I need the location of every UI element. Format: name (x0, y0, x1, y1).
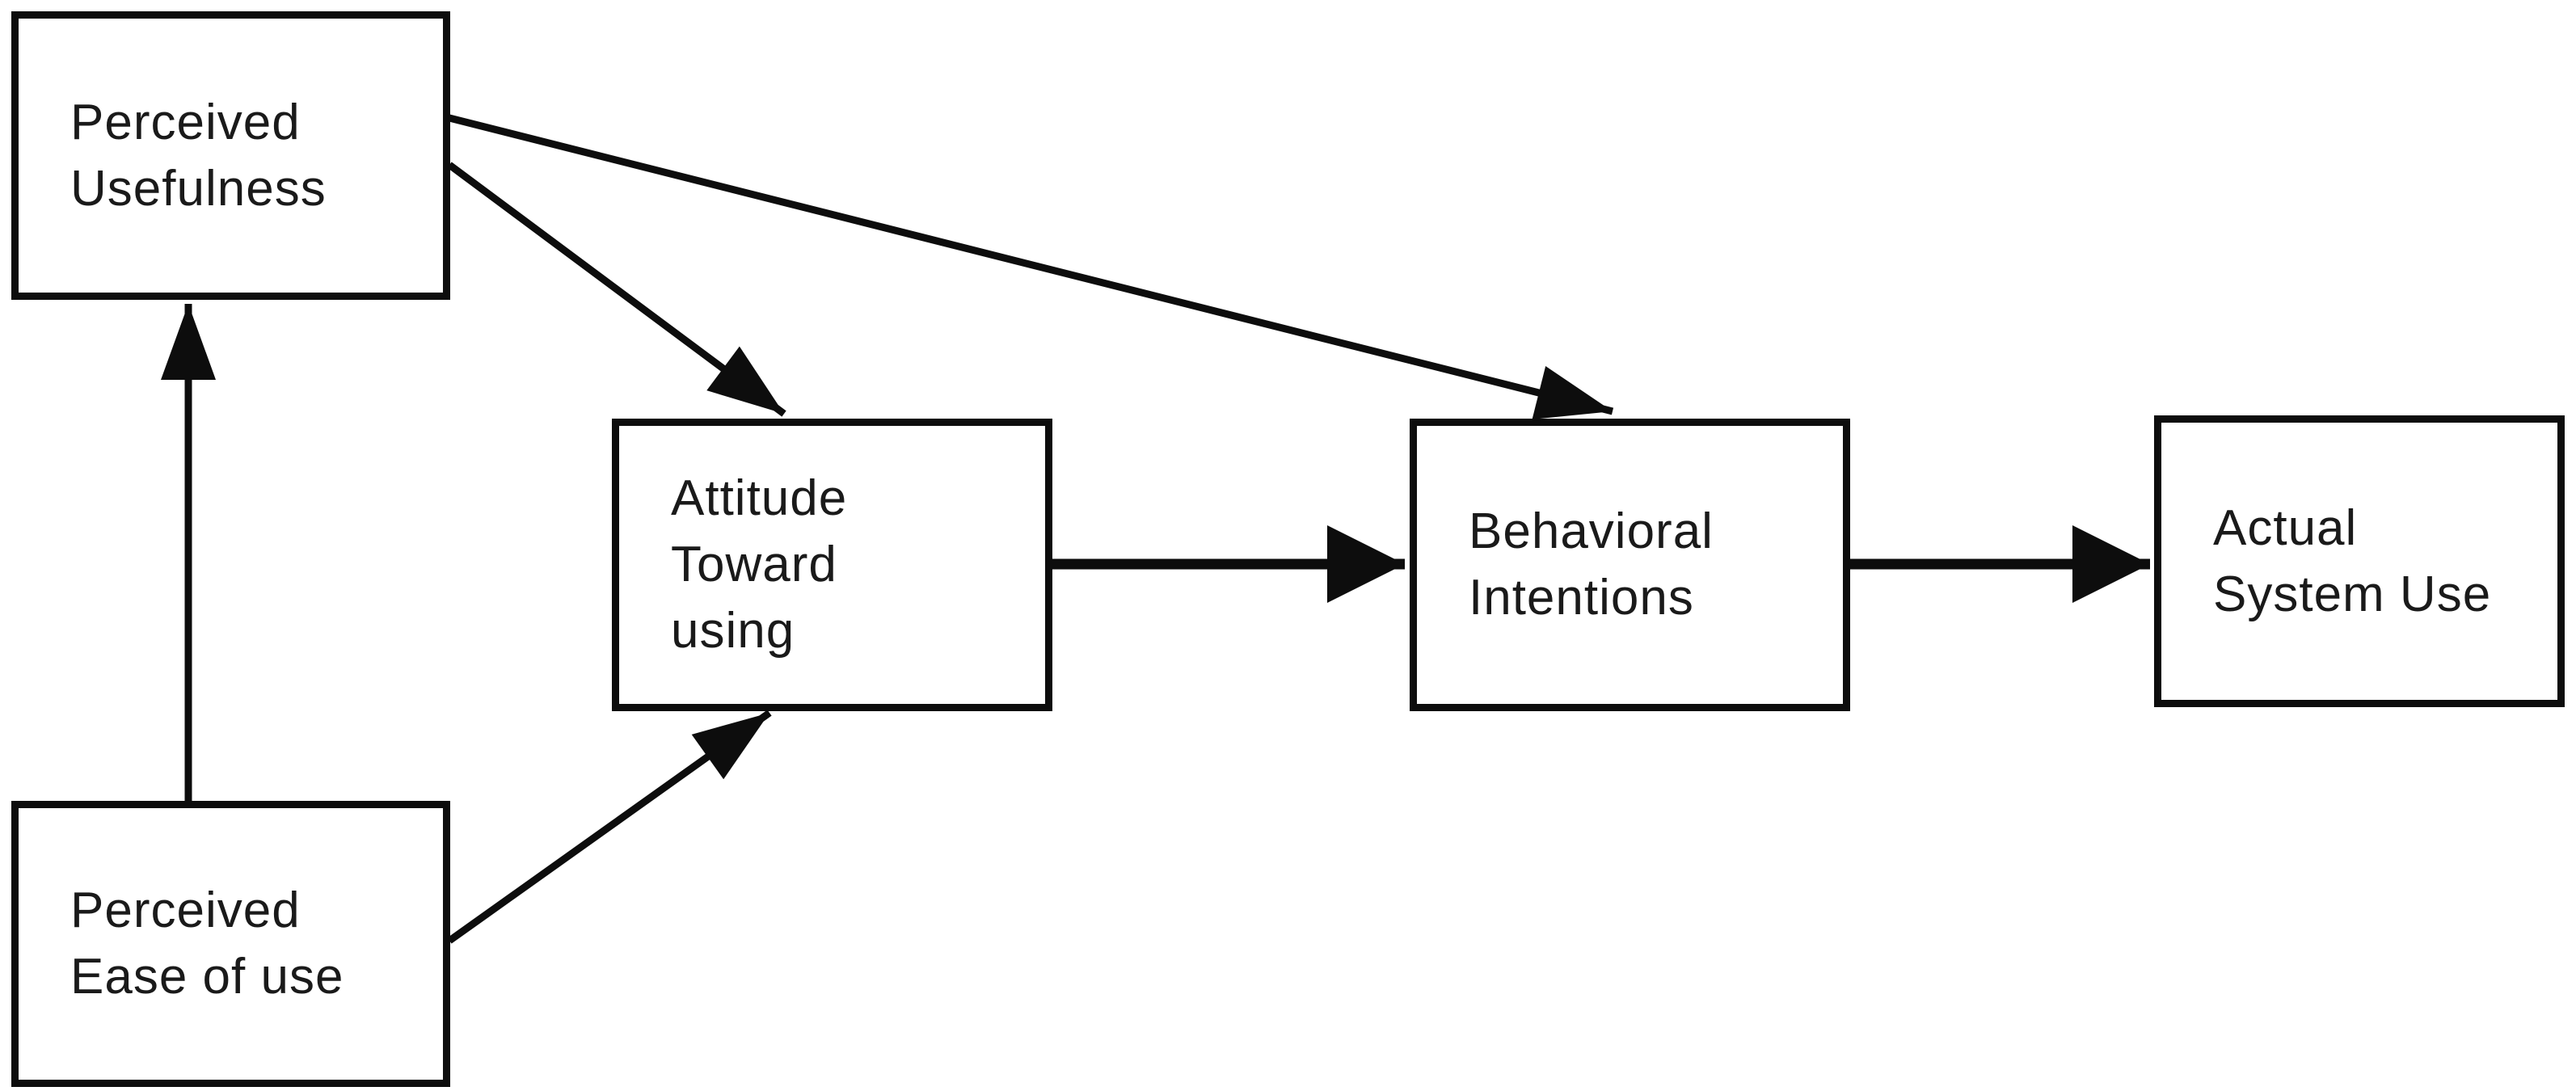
edge-usefulness-to-behavioral-intentions-arrow (448, 114, 1614, 419)
edge-usefulness-to-attitude-arrow (447, 162, 786, 417)
node-behavioral-intentions: Behavioral Intentions (1410, 419, 1850, 711)
node-actual-system-use-label: Actual System Use (2213, 499, 2492, 622)
node-perceived-ease-of-use-label: Perceived Ease of use (70, 882, 344, 1005)
node-perceived-usefulness: Perceived Usefulness (11, 11, 450, 300)
node-attitude-toward-using: Attitude Toward using (612, 419, 1052, 711)
node-behavioral-intentions-label: Behavioral Intentions (1469, 503, 1714, 626)
node-perceived-ease-of-use: Perceived Ease of use (11, 801, 450, 1087)
node-actual-system-use: Actual System Use (2154, 415, 2565, 707)
node-perceived-usefulness-label: Perceived Usefulness (70, 94, 327, 217)
node-attitude-toward-using-label: Attitude Toward using (671, 470, 848, 659)
edge-ease-of-use-to-attitude-arrow (447, 710, 772, 944)
